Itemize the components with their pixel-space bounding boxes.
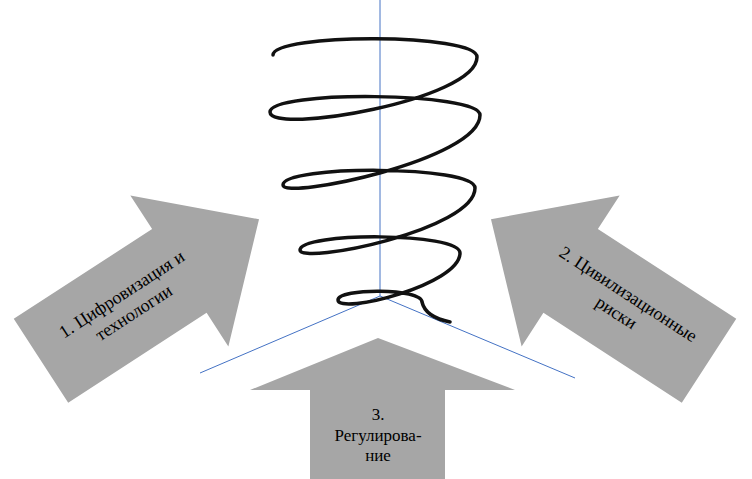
- arrow-label: 2. Цивилизационные риски: [526, 232, 717, 377]
- helix-spiral: [270, 39, 480, 322]
- arrow-fill: [0, 144, 308, 437]
- block-arrow: 2. Цивилизационные риски: [442, 144, 752, 437]
- block-arrow: 3. Регулирова- ние: [250, 338, 515, 479]
- axis-line: [380, 0, 381, 296]
- arrow-fill: [250, 338, 515, 479]
- text-area: 3. Регулирова- ние: [327, 394, 429, 478]
- arrow-label: 3. Регулирова- ние: [327, 405, 429, 466]
- arrow-fill: [442, 144, 752, 437]
- block-arrow: 1. Цифровизация и технологии: [0, 144, 308, 437]
- arrow-label: 1. Цифровизация и технологии: [33, 232, 224, 377]
